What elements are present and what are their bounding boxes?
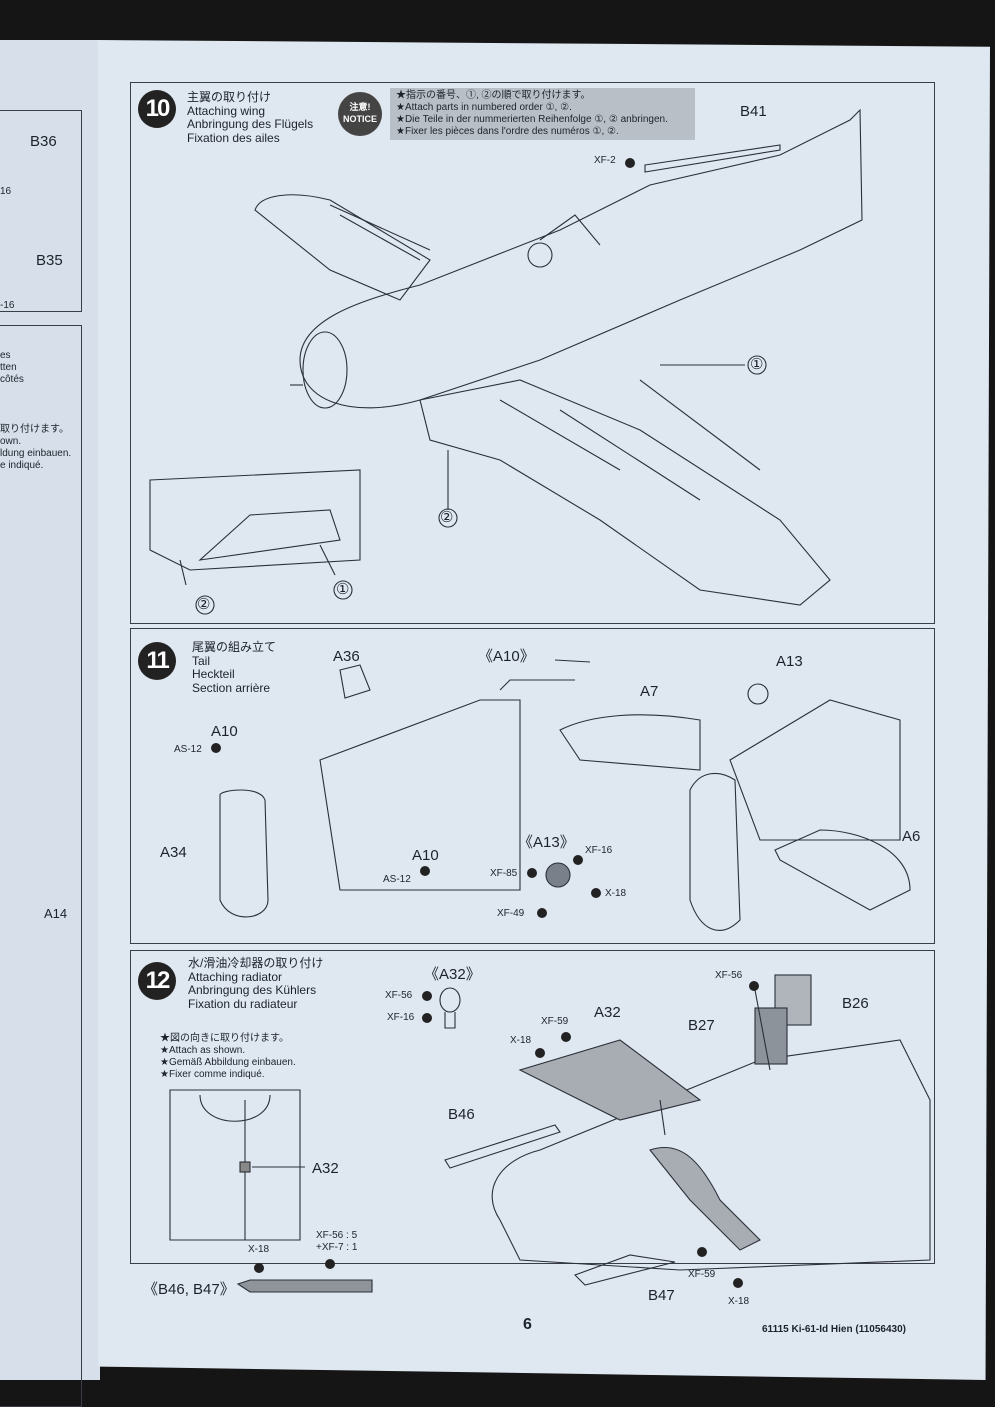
left-step-box-upper xyxy=(0,110,82,312)
part-label-a34: A34 xyxy=(160,844,187,861)
paint-label: X-18 xyxy=(248,1244,270,1255)
inset-order-marker-2: ② xyxy=(197,596,211,613)
left-page xyxy=(0,40,100,1380)
step-12-box xyxy=(130,950,935,1264)
step-10-aircraft-drawing xyxy=(149,108,863,615)
paint-label: XF-16 xyxy=(387,1012,415,1023)
part-label-b26: B26 xyxy=(842,995,869,1012)
detail-title-a13: 《A13》 xyxy=(518,834,575,851)
step-12-radiator-drawing xyxy=(169,974,931,1293)
part-label-a32: A32 xyxy=(594,1004,621,1021)
paint-label: XF-16 xyxy=(585,845,613,856)
notice-box: ★指示の番号、①, ②の順で取り付けます。★Attach parts in nu… xyxy=(390,88,695,140)
part-label-a7: A7 xyxy=(640,683,659,700)
part-label-a14: A14 xyxy=(44,906,68,921)
step-11-tail-drawing xyxy=(219,659,911,931)
paint-label-xf2: XF-2 xyxy=(594,155,616,166)
part-label-a10: A10 xyxy=(412,847,439,864)
paint-label: XF-59 xyxy=(688,1269,716,1280)
main-page xyxy=(98,40,990,1380)
part-label-a10: A10 xyxy=(211,723,238,740)
paint-label: XF-59 xyxy=(541,1016,569,1027)
part-label-a32-inset: A32 xyxy=(312,1160,339,1177)
paint-label: XF-85 xyxy=(490,868,518,879)
paint-label: X-18 xyxy=(728,1296,750,1307)
step-number-12: 12 xyxy=(138,962,176,1000)
step-number-11: 11 xyxy=(138,642,176,680)
detail-title-b46-b47: 《B46, B47》 xyxy=(143,1281,235,1298)
order-marker-2: ② xyxy=(440,509,454,526)
step-number-10: 10 xyxy=(138,90,176,128)
paint-label: XF-56 xyxy=(385,990,413,1001)
paint-label: X-18 xyxy=(510,1035,532,1046)
part-label-a13: A13 xyxy=(776,653,803,670)
paint-label: XF-49 xyxy=(497,908,525,919)
paint-markers xyxy=(211,158,759,1288)
paint-label: 16 xyxy=(0,186,12,197)
notice-badge: 注意!NOTICE xyxy=(338,92,382,136)
part-label-a6: A6 xyxy=(902,828,921,845)
part-label-b36: B36 xyxy=(30,133,57,150)
step-11-box xyxy=(130,628,935,944)
left-notes-fragment: 取り付けます。own.ldung einbauen.e indiqué. xyxy=(0,424,72,471)
paint-label: X-18 xyxy=(605,888,627,899)
paint-label-as12: AS-12 xyxy=(383,874,411,885)
detail-title-a32: 《A32》 xyxy=(424,966,481,983)
detail-title-a10: 《A10》 xyxy=(478,648,535,665)
product-code: 61115 Ki-61-Id Hien (11056430) xyxy=(762,1324,906,1335)
part-label-b27: B27 xyxy=(688,1017,715,1034)
order-marker-1: ① xyxy=(750,356,764,373)
page-number: 6 xyxy=(523,1316,532,1333)
step-12-notes: ★図の向きに取り付けます。★Attach as shown.★Gemäß Abb… xyxy=(160,1033,296,1080)
paint-label: -16 xyxy=(0,300,15,311)
part-label-b35: B35 xyxy=(36,252,63,269)
part-label-b47: B47 xyxy=(648,1287,675,1304)
step-10-box xyxy=(130,82,935,624)
part-label-a36: A36 xyxy=(333,648,360,665)
part-label-b46: B46 xyxy=(448,1106,475,1123)
paint-label-as12: AS-12 xyxy=(174,744,202,755)
inset-order-marker-1: ① xyxy=(336,581,350,598)
paint-label: XF-56 xyxy=(715,970,743,981)
paint-mix-label: XF-56 : 5+XF-7 : 1 xyxy=(316,1230,358,1253)
part-label-b41: B41 xyxy=(740,103,767,120)
